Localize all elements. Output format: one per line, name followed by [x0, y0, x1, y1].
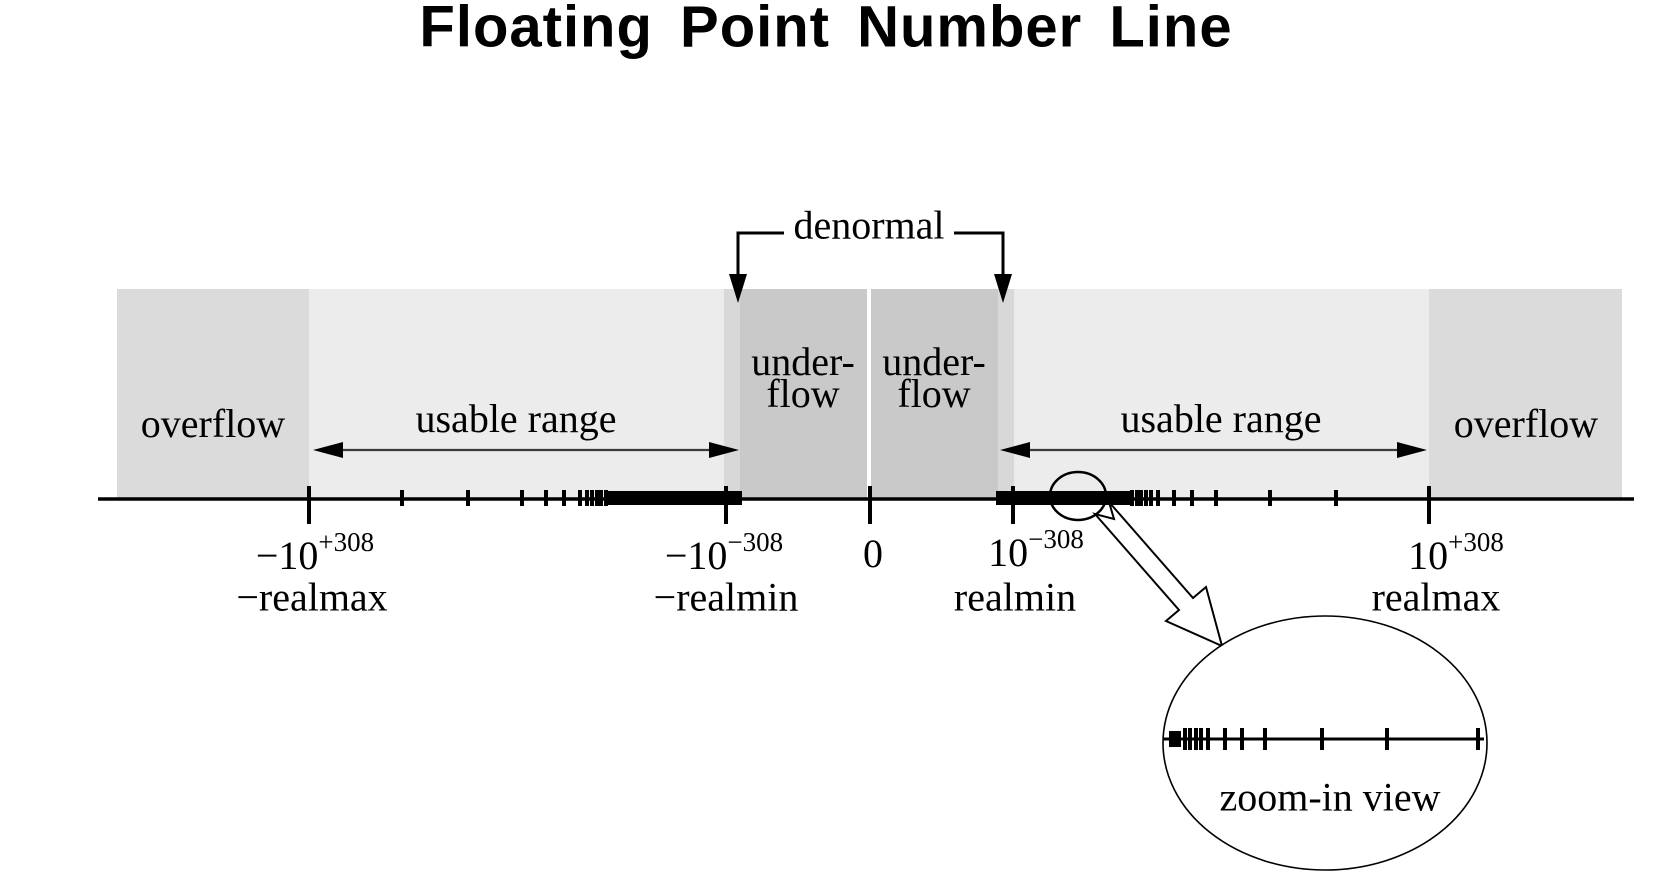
- usable-right-region: [1014, 289, 1429, 498]
- zoom-ellipse-tick: [1263, 728, 1267, 750]
- zoom-ellipse-tick: [1240, 728, 1244, 750]
- denormal-strip-left-region: [724, 289, 740, 498]
- zoom-in-view-label: zoom-in view: [1219, 774, 1441, 820]
- minor-tick: [1149, 490, 1153, 506]
- zoom-ellipse-tick: [1188, 728, 1192, 750]
- neg-realmin-base: −10: [664, 533, 728, 579]
- underflow-left-region: [740, 289, 867, 498]
- overflow-right-label: overflow: [1453, 401, 1599, 446]
- minor-tick: [595, 490, 599, 506]
- minor-tick: [466, 490, 470, 506]
- realmax-name-label: realmax: [1371, 574, 1501, 620]
- minor-tick: [1130, 490, 1134, 506]
- major-tick: [1427, 486, 1431, 524]
- minor-tick: [1172, 490, 1176, 506]
- underflow-right-region: [871, 289, 998, 498]
- realmax-power-label: 10+308: [1408, 527, 1504, 579]
- zoom-ellipse-tick: [1476, 728, 1480, 750]
- magnifier-circle: [1048, 470, 1108, 522]
- neg-realmax-name-label: −realmax: [236, 574, 388, 620]
- major-tick: [868, 486, 872, 524]
- major-tick: [307, 486, 311, 524]
- minor-tick: [578, 490, 582, 506]
- minor-tick: [1190, 490, 1194, 506]
- zoom-ellipse-tick: [1320, 728, 1324, 750]
- realmin-exponent: −308: [1028, 523, 1084, 554]
- minor-tick: [1334, 490, 1338, 506]
- minor-tick: [590, 490, 594, 506]
- range-arrow-head-left: [313, 442, 343, 458]
- minor-tick: [599, 490, 603, 506]
- underflow-left-label: under- flow: [751, 339, 855, 416]
- minor-tick: [604, 490, 608, 506]
- zoom-ellipse-tick: [1194, 728, 1198, 750]
- range-arrow-head-left: [1000, 442, 1030, 458]
- minor-tick: [562, 490, 566, 506]
- minor-tick: [585, 490, 589, 506]
- neg-realmax-power-label: −10+308: [255, 527, 374, 579]
- denormal-strip-right-region: [998, 289, 1014, 498]
- realmin-name-label: realmin: [953, 574, 1077, 620]
- zero-base: 0: [863, 531, 883, 577]
- realmin-base: 10: [988, 530, 1029, 576]
- realmin-power-label: 10−308: [988, 524, 1084, 576]
- minor-tick: [544, 490, 548, 506]
- page-title: Floating Point Number Line: [419, 0, 1233, 60]
- minor-tick: [1139, 490, 1143, 506]
- density-bar: [996, 491, 1131, 505]
- neg-realmin-exponent: −308: [727, 526, 784, 557]
- denormal-label: denormal: [793, 202, 945, 248]
- usable-range-right-label: usable range: [1120, 396, 1322, 441]
- neg-realmax-exponent: +308: [318, 526, 375, 557]
- zoom-ellipse-tick: [1199, 728, 1203, 750]
- neg-realmin-name-label: −realmin: [653, 574, 799, 620]
- usable-range-left-label: usable range: [415, 396, 617, 441]
- minor-tick: [520, 490, 524, 506]
- minor-tick: [1156, 490, 1160, 506]
- zoom-ellipse-tick: [1385, 728, 1389, 750]
- zoom-ellipse-tick: [1206, 728, 1210, 750]
- zoom-pointer-arrow: [1092, 501, 1224, 648]
- realmax-base: 10: [1408, 533, 1449, 579]
- zoom-ellipse-density-blob: [1169, 731, 1181, 747]
- neg-realmax-base: −10: [255, 533, 319, 579]
- minor-tick: [1135, 490, 1139, 506]
- overflow-left-region: [117, 289, 309, 498]
- zoom-ellipse-tick: [1223, 728, 1227, 750]
- underflow-right-label: under- flow: [882, 339, 986, 416]
- major-tick: [724, 486, 728, 524]
- overflow-left-label: overflow: [140, 401, 286, 446]
- denormal-arrowhead-left: [729, 274, 747, 303]
- realmax-exponent: +308: [1448, 526, 1504, 557]
- zero-label: 0: [863, 529, 883, 577]
- range-arrow-head-right: [1397, 442, 1427, 458]
- range-arrow-head-right: [709, 442, 739, 458]
- minor-tick: [1214, 490, 1218, 506]
- overflow-right-region: [1429, 289, 1622, 498]
- denormal-arrowhead-right: [994, 274, 1012, 303]
- zoom-ellipse-tick: [1183, 728, 1187, 750]
- minor-tick: [1144, 490, 1148, 506]
- minor-tick: [1268, 490, 1272, 506]
- usable-left-region: [309, 289, 724, 498]
- minor-tick: [400, 490, 404, 506]
- neg-realmin-power-label: −10−308: [664, 527, 783, 579]
- zoom-ellipse: [1162, 615, 1488, 871]
- major-tick: [1011, 486, 1015, 524]
- density-bar: [607, 491, 742, 505]
